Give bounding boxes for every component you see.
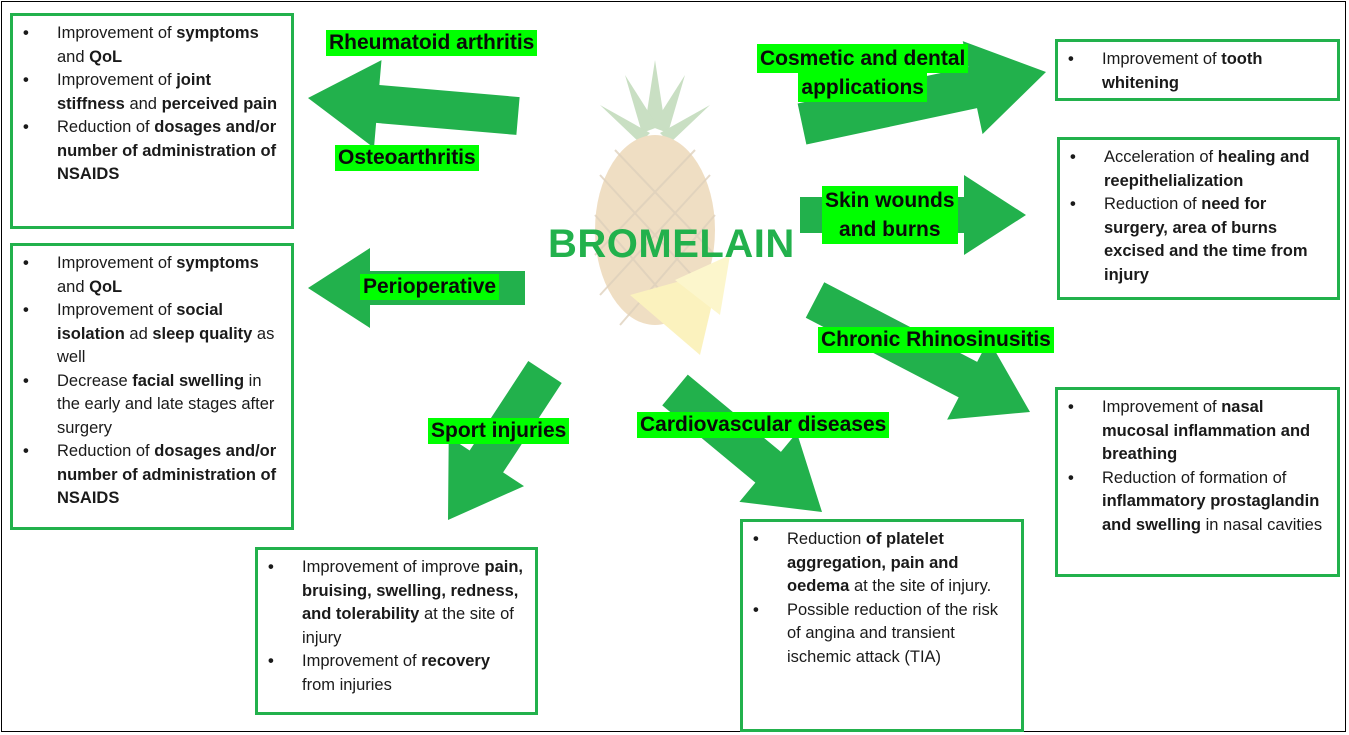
label-cosmetic-line-1: Cosmetic and dental bbox=[757, 44, 969, 73]
center-title: BROMELAIN bbox=[548, 222, 795, 266]
bullet-item: Improvement of joint stiffness and perce… bbox=[23, 69, 281, 116]
bullet-item: Reduction of dosages and/or number of ad… bbox=[23, 440, 281, 511]
label-cosmetic-line-2: applications bbox=[798, 73, 927, 102]
label-skin-line-2: and burns bbox=[839, 218, 941, 241]
label-perioperative: Perioperative bbox=[360, 274, 500, 300]
pineapple-icon bbox=[594, 60, 730, 355]
label-osteoarthritis: Osteoarthritis bbox=[335, 145, 479, 171]
box-skin-wounds: Acceleration of healing and reepithelial… bbox=[1057, 137, 1340, 300]
label-chronic-rhinosinusitis: Chronic Rhinosinusitis bbox=[818, 327, 1054, 353]
bullet-item: Improvement of tooth whitening bbox=[1068, 48, 1327, 95]
label-skin-wounds: Skin wounds and burns bbox=[822, 186, 958, 244]
bullet-item: Improvement of improve pain, bruising, s… bbox=[268, 556, 525, 650]
bullet-item: Acceleration of healing and reepithelial… bbox=[1070, 146, 1327, 193]
bullet-item: Improvement of nasal mucosal inflammatio… bbox=[1068, 396, 1327, 467]
box-arthritis: Improvement of symptoms and QoLImproveme… bbox=[10, 13, 294, 229]
arrow-arthritis bbox=[308, 60, 520, 148]
label-cardiovascular-diseases: Cardiovascular diseases bbox=[637, 412, 890, 438]
bullet-item: Reduction of dosages and/or number of ad… bbox=[23, 116, 281, 187]
bullet-item: Improvement of symptoms and QoL bbox=[23, 252, 281, 299]
label-sport-injuries: Sport injuries bbox=[428, 418, 570, 444]
box-perioperative: Improvement of symptoms and QoLImproveme… bbox=[10, 243, 294, 530]
arrow-cardiovascular bbox=[662, 374, 822, 512]
box-tooth-whitening: Improvement of tooth whitening bbox=[1055, 39, 1340, 101]
box-nasal: Improvement of nasal mucosal inflammatio… bbox=[1055, 387, 1340, 577]
bullet-item: Improvement of social isolation ad sleep… bbox=[23, 299, 281, 370]
bullet-item: Possible reduction of the risk of angina… bbox=[753, 599, 1011, 670]
bullet-item: Decrease facial swelling in the early an… bbox=[23, 370, 281, 441]
bullet-item: Reduction of formation of inflammatory p… bbox=[1068, 467, 1327, 538]
label-skin-line-1: Skin wounds bbox=[825, 189, 955, 212]
bullet-item: Reduction of platelet aggregation, pain … bbox=[753, 528, 1011, 599]
box-sport-injuries: Improvement of improve pain, bruising, s… bbox=[255, 547, 538, 715]
bullet-item: Reduction of need for surgery, area of b… bbox=[1070, 193, 1327, 287]
label-rheumatoid-arthritis: Rheumatoid arthritis bbox=[326, 30, 538, 56]
label-cosmetic-dental: Cosmetic and dental applications bbox=[757, 44, 969, 102]
box-cardiovascular: Reduction of platelet aggregation, pain … bbox=[740, 519, 1024, 732]
bullet-item: Improvement of symptoms and QoL bbox=[23, 22, 281, 69]
bullet-item: Improvement of recovery from injuries bbox=[268, 650, 525, 697]
